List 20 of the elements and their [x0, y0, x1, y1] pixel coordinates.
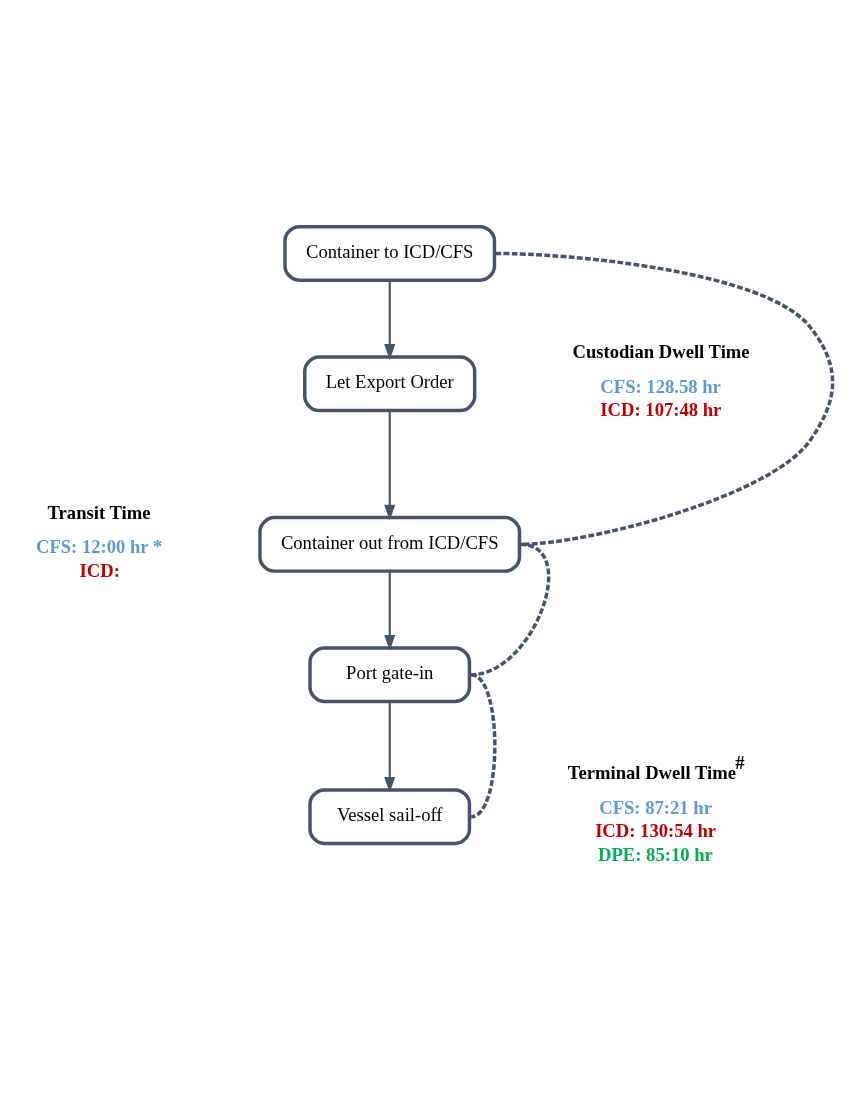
label: CFS: 128.58 hr — [600, 375, 721, 397]
label: CFS: 87:21 hr — [599, 797, 712, 819]
node-box: Container to ICD/CFS — [283, 224, 497, 282]
arrow — [384, 701, 396, 793]
label: ICD: 130:54 hr — [595, 820, 717, 842]
label: ICD: 107:48 hr — [600, 399, 722, 421]
arrow — [384, 410, 396, 521]
node-box: Port gate-in — [308, 646, 472, 704]
connector — [495, 251, 835, 547]
label: ICD: — [79, 559, 120, 581]
label: Custodian Dwell Time — [572, 340, 750, 362]
node-box: Vessel sail-off — [308, 788, 472, 846]
label: CFS: 12:00 hr * — [35, 536, 163, 558]
node-box: Container out from ICD/CFS — [258, 515, 522, 573]
node-box: Let Export Order — [303, 355, 477, 413]
connector — [470, 673, 497, 819]
arrow — [384, 280, 396, 360]
label: Transit Time — [47, 501, 151, 523]
arrow — [384, 571, 396, 651]
label: DPE: 85:10 hr — [598, 843, 713, 865]
